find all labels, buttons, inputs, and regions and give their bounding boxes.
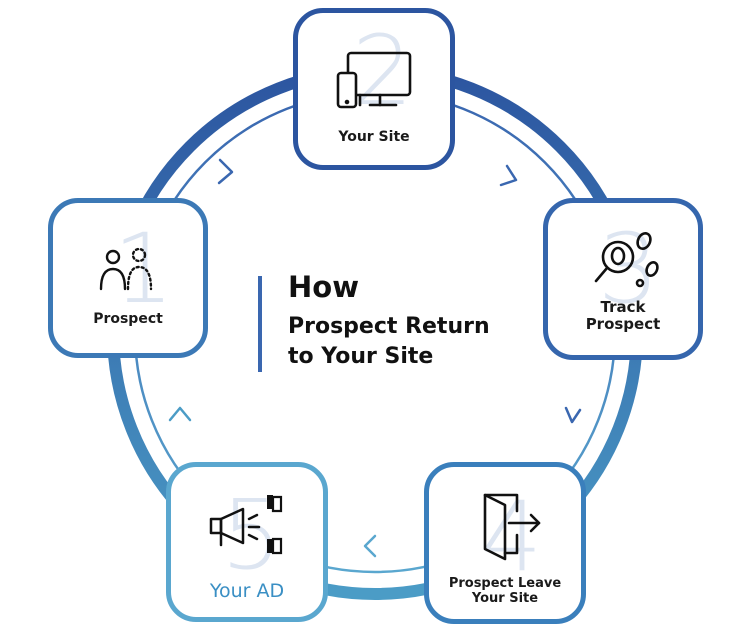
magnifier-footprints-icon [594, 232, 659, 288]
step-label: Prospect [93, 311, 163, 327]
megaphone-icon [209, 495, 283, 555]
step-number: 2 [352, 15, 414, 127]
step-label: Your Site [338, 129, 410, 145]
title-accent-bar [258, 276, 262, 372]
arrow-4-to-5 [363, 534, 377, 558]
arrow-3-to-4 [564, 406, 582, 424]
step-card-your-ad: 5 Your AD [166, 462, 328, 622]
step-number: 4 [481, 481, 543, 593]
title-line-2: Prospect Return [288, 314, 490, 339]
devices-icon [336, 51, 412, 109]
step-label: Track Prospect [585, 298, 661, 334]
step-label: Your AD [209, 580, 285, 602]
exit-door-icon [483, 493, 541, 561]
step-label: Prospect Leave Your Site [448, 576, 562, 606]
title-line-3: to Your Site [288, 343, 434, 369]
step-card-prospect: 1 Prospect [48, 198, 208, 358]
step-card-track-prospect: 3 Track Prospect [543, 198, 703, 360]
people-icon [99, 247, 153, 291]
step-card-prospect-leave: 4 Prospect Leave Your Site [424, 462, 586, 624]
title-lines: Prospect Return to Your Site [288, 312, 490, 371]
step-card-your-site: 2 Your Site [293, 8, 455, 170]
title-line-1: How [288, 270, 359, 304]
arrow-5-to-1 [168, 406, 192, 422]
arrow-2-to-3 [499, 164, 518, 187]
arrow-1-to-2 [217, 158, 234, 185]
